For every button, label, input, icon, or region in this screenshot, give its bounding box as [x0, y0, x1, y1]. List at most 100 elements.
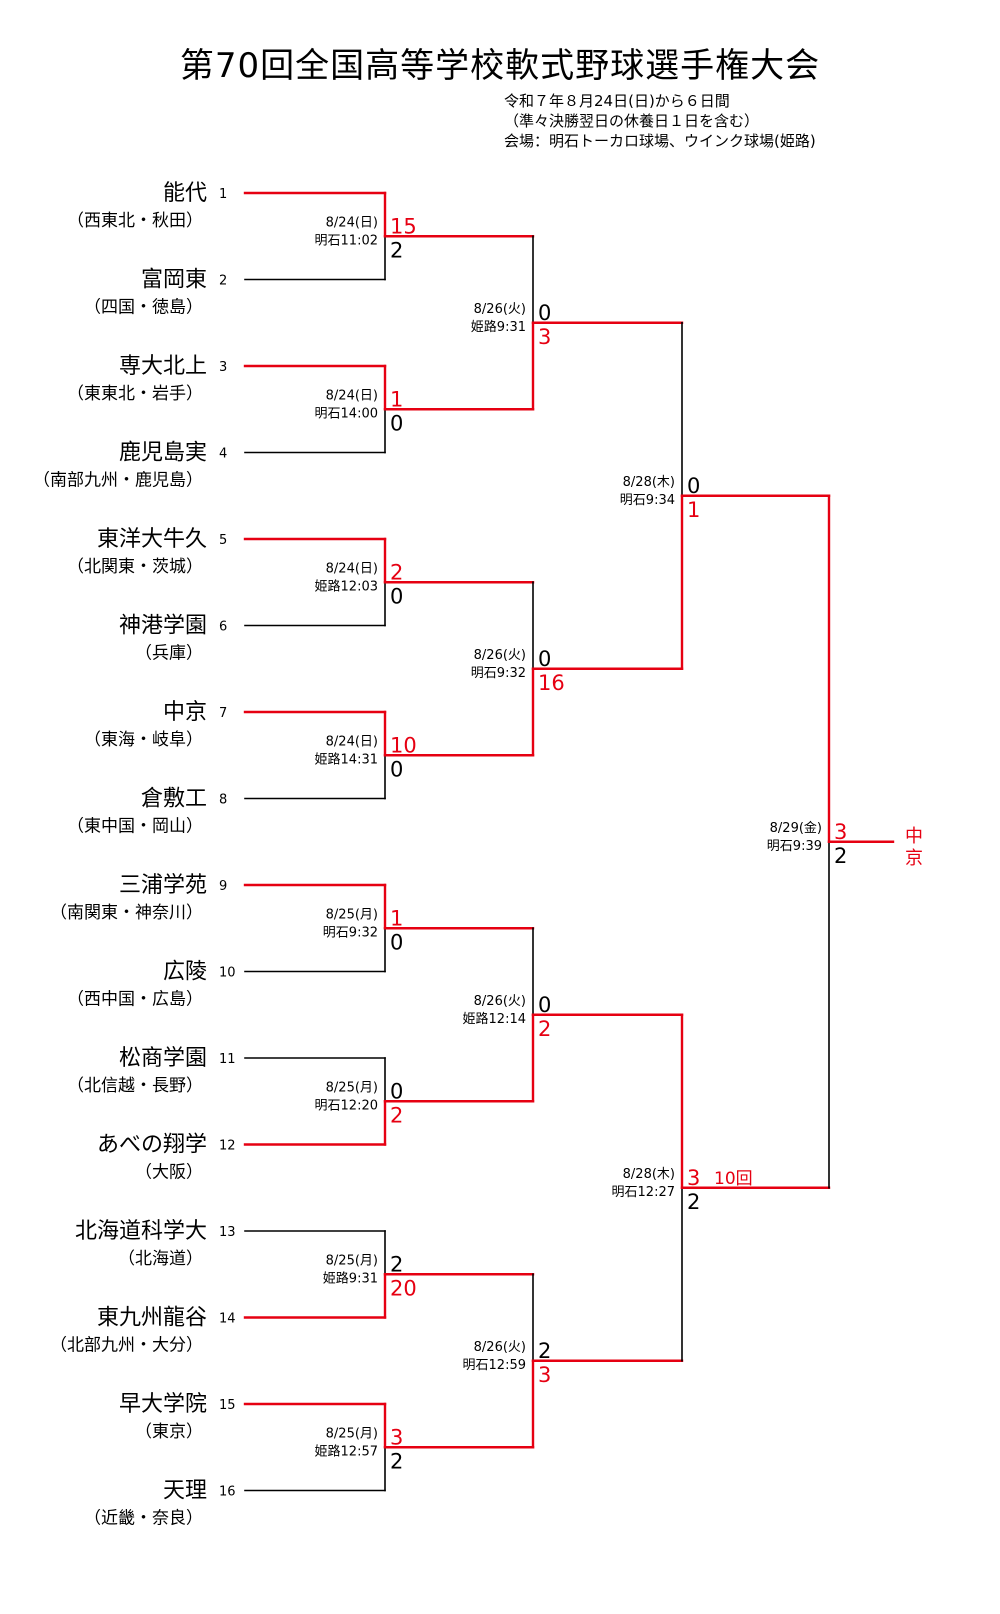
match-time: 姫路12:57 [315, 1443, 378, 1459]
team-name: 東洋大牛久 [97, 527, 207, 552]
match-date: 8/26(火) [474, 302, 526, 317]
match-time: 姫路9:31 [323, 1270, 378, 1286]
score: 2 [538, 1017, 551, 1041]
schedule-info: 令和７年８月24日(日)から６日間 [504, 92, 730, 110]
seed-number: 9 [219, 879, 227, 894]
match-time: 明石14:00 [315, 406, 378, 421]
score: 2 [538, 1339, 551, 1363]
match-time: 明石12:20 [315, 1098, 378, 1113]
score: 1 [390, 906, 403, 930]
team-region: （西東北・秋田） [67, 211, 203, 231]
match-date: 8/25(月) [326, 1080, 378, 1095]
team-name: 広陵 [163, 960, 207, 985]
seed-number: 13 [219, 1225, 236, 1240]
team-name: 東九州龍谷 [97, 1306, 207, 1331]
match-time: 明石9:32 [471, 666, 526, 681]
match-time: 姫路14:31 [315, 751, 378, 767]
score: 2 [390, 1449, 403, 1473]
team-name: 富岡東 [141, 268, 207, 293]
team-name: 天理 [163, 1479, 207, 1504]
team-region: （東京） [135, 1422, 203, 1442]
score: 2 [687, 1190, 700, 1214]
seed-number: 11 [219, 1052, 236, 1067]
team-name: 倉敷工 [141, 787, 207, 812]
score: 2 [390, 1103, 403, 1127]
score: 0 [538, 993, 551, 1017]
seed-number: 8 [219, 793, 227, 808]
score: 3 [538, 325, 551, 349]
match-date: 8/24(日) [326, 388, 378, 403]
match-time: 明石12:27 [612, 1185, 675, 1200]
score: 0 [538, 647, 551, 671]
match-date: 8/25(月) [326, 1426, 378, 1441]
match-date: 8/26(火) [474, 994, 526, 1009]
score: 16 [538, 671, 565, 695]
champion-name: 中 [905, 826, 923, 847]
match-time: 明石9:32 [323, 925, 378, 940]
seed-number: 15 [219, 1398, 236, 1413]
team-name: 早大学院 [119, 1392, 207, 1417]
team-region: （兵庫） [135, 644, 203, 664]
match-date: 8/25(月) [326, 907, 378, 922]
team-name: 能代 [163, 181, 207, 206]
team-region: （大阪） [135, 1163, 203, 1183]
seed-number: 7 [219, 706, 227, 721]
match-date: 8/26(火) [474, 648, 526, 663]
seed-number: 2 [219, 274, 227, 289]
score: 1 [390, 387, 403, 411]
score: 0 [538, 301, 551, 325]
team-region: （北部九州・大分） [50, 1336, 203, 1356]
score: 3 [390, 1425, 403, 1449]
score: 3 [538, 1363, 551, 1387]
score: 20 [390, 1276, 417, 1300]
seed-number: 4 [219, 447, 227, 462]
match-date: 8/26(火) [474, 1340, 526, 1355]
score: 0 [390, 584, 403, 608]
match-time: 姫路9:31 [471, 319, 526, 335]
seed-number: 1 [219, 187, 227, 202]
team-region: （西中国・広島） [67, 990, 203, 1010]
seed-number: 16 [219, 1485, 236, 1500]
team-name: 専大北上 [119, 354, 207, 379]
champion-name: 京 [905, 848, 923, 869]
team-region: （北信越・長野） [67, 1076, 203, 1096]
match-time: 明石12:59 [463, 1358, 526, 1373]
seed-number: 5 [219, 533, 227, 548]
score: 10 [390, 733, 417, 757]
match-time: 明石11:02 [315, 233, 378, 248]
seed-number: 12 [219, 1139, 236, 1154]
team-region: （南部九州・鹿児島） [33, 471, 203, 491]
match-date: 8/24(日) [326, 215, 378, 230]
team-region: （南関東・神奈川） [50, 903, 203, 923]
team-name: 中京 [163, 700, 207, 725]
team-name: 三浦学苑 [119, 873, 207, 898]
score: 0 [390, 411, 403, 435]
match-time: 明石9:34 [620, 493, 675, 508]
team-name: あべの翔学 [97, 1133, 207, 1158]
seed-number: 3 [219, 360, 227, 375]
score: 0 [687, 474, 700, 498]
match-time: 明石9:39 [767, 839, 822, 854]
seed-number: 14 [219, 1312, 236, 1327]
match-date: 8/24(日) [326, 561, 378, 576]
match-date: 8/28(木) [623, 1167, 675, 1182]
score: 2 [390, 560, 403, 584]
score: 3 [834, 820, 847, 844]
team-region: （東中国・岡山） [67, 817, 203, 837]
score: 15 [390, 214, 417, 238]
team-region: （北海道） [118, 1249, 203, 1269]
team-region: （近畿・奈良） [84, 1509, 203, 1529]
match-date: 8/25(月) [326, 1253, 378, 1268]
match-date: 8/28(木) [623, 475, 675, 490]
page-title: 第70回全国高等学校軟式野球選手権大会 [179, 46, 821, 86]
match-time: 姫路12:14 [463, 1011, 526, 1027]
team-name: 鹿児島実 [119, 441, 207, 466]
score: 2 [390, 1252, 403, 1276]
match-date: 8/29(金) [770, 820, 822, 836]
score: 0 [390, 1079, 403, 1103]
team-name: 松商学園 [119, 1046, 207, 1071]
score: 0 [390, 930, 403, 954]
seed-number: 6 [219, 620, 227, 635]
team-name: 神港学園 [119, 614, 207, 639]
